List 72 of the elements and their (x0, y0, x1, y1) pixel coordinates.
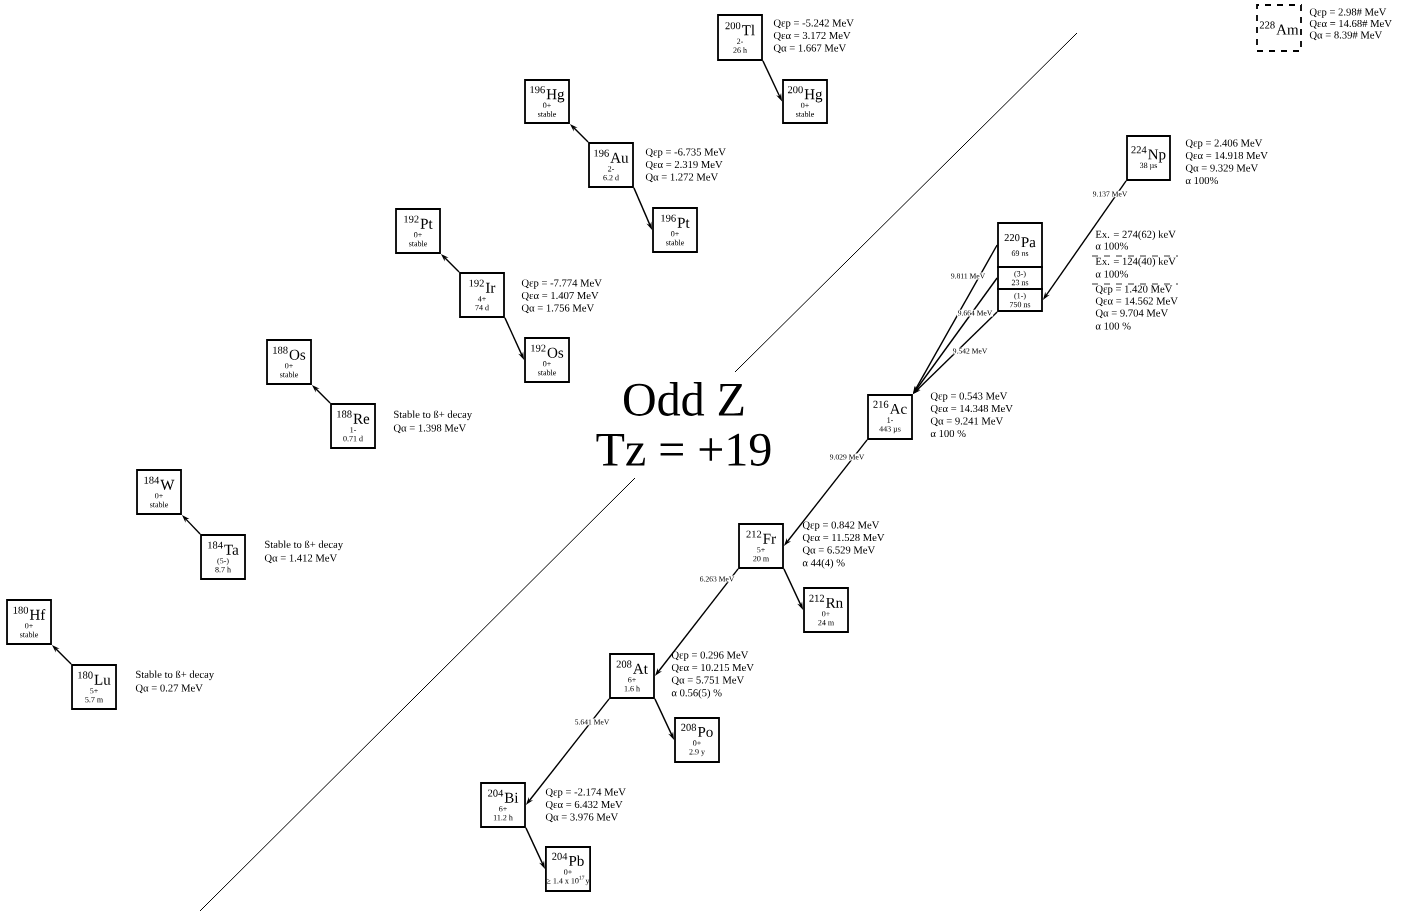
title: Odd Z Tz = +19 (596, 382, 771, 466)
nuclide-box: $^{204}$Pb 0+ ≥ 1.4 x 10$^{17}$y (545, 846, 591, 892)
q-value-text: Qεp = 0.296 MeV (671, 651, 749, 661)
nuclide-box: $^{212}$Fr 5+ 20 m (738, 523, 784, 569)
q-value-text: Qα = 8.39# MeV (1309, 31, 1383, 41)
q-value-text: Qα = 1.412 MeV (264, 554, 338, 564)
q-value-text: α 100 % (930, 429, 966, 438)
q-value-text: Qεα = 3.172 MeV (773, 31, 851, 41)
nuclide-box: $^{184}$W 0+ stable (136, 469, 182, 515)
nuclide-box: $^{208}$Po 0+ 2.9 y (674, 717, 720, 763)
q-value-text: Qεα = 11.528 MeV (802, 533, 885, 543)
q-value-text: Qεp = 1.420 MeV (1095, 285, 1173, 295)
nuclide-box: $^{224}$Np 38 µs (1126, 135, 1171, 181)
q-value-text: Qα = 6.529 MeV (802, 546, 876, 556)
q-value-text: Qεp = 0.842 MeV (802, 521, 880, 531)
q-value-text: Stable to ß+ decay (265, 540, 344, 551)
nuclide-box: $^{196}$Au 2- 6.2 d (588, 142, 634, 188)
nuclide-box: $^{200}$Hg 0+ stable (782, 79, 828, 124)
q-value-text: Qα = 1.272 MeV (645, 173, 719, 183)
q-value-text: Qα = 9.704 MeV (1095, 309, 1169, 319)
q-value-text: Qεp = 2.98# MeV (1309, 8, 1387, 18)
q-value-text: Ex. = 274(62) keV (1095, 230, 1176, 240)
q-value-text: α 100 % (1095, 322, 1131, 330)
q-value-text: Qεα = 2.319 MeV (645, 160, 723, 170)
q-value-text: Qα = 5.751 MeV (671, 676, 745, 686)
nuclide-box: $^{180}$Lu 5+ 5.7 m (71, 664, 117, 710)
nuclide-box: $^{200}$Tl 2- 26 h (717, 14, 763, 61)
nuclide-box: $^{196}$Pt 0+ stable (652, 207, 698, 253)
q-value-text: Qεp = -7.774 MeV (521, 279, 602, 289)
nuclide-box: $^{184}$Ta (5-) 8.7 h (200, 534, 246, 580)
q-value-text: α 100% (1095, 270, 1128, 278)
nuclide-box: $^{228}$Am (1256, 4, 1302, 52)
q-value-text: Qεα = 6.432 MeV (545, 800, 623, 810)
q-value-text: Qεα = 14.68# MeV (1309, 19, 1392, 29)
nuclide-box: $^{216}$Ac 1- 443 µs (867, 394, 913, 440)
q-value-text: α 44(4) % (802, 558, 845, 569)
nuclide-box: $^{212}$Rn 0+ 24 m (803, 587, 849, 633)
q-value-text: Qα = 9.329 MeV (1185, 164, 1259, 174)
nuclide-box: $^{192}$Os 0+ stable (524, 337, 570, 383)
q-value-text: Qα = 0.27 MeV (135, 684, 203, 694)
nuclide-box: $^{196}$Hg 0+ stable (524, 79, 570, 124)
nuclide-box: $^{220}$Pa 69 ns (997, 222, 1043, 268)
nuclide-box: (1-) 750 ns (997, 288, 1043, 312)
nuclide-box: $^{208}$At 6+ 1.6 h (609, 653, 655, 699)
q-value-text: Qα = 1.398 MeV (393, 424, 467, 434)
q-value-text: Qεα = 1.407 MeV (521, 291, 599, 301)
nuclide-box: $^{204}$Bi 6+ 11.2 h (480, 782, 526, 828)
q-value-text: Ex. = 124(40) keV (1095, 257, 1176, 267)
q-value-text: Qεα = 14.348 MeV (930, 404, 1013, 414)
nuclide-box: $^{192}$Ir 4+ 74 d (459, 272, 505, 318)
q-value-text: Qεp = 0.543 MeV (930, 392, 1008, 402)
q-value-text: Qα = 1.667 MeV (773, 44, 847, 54)
q-value-text: Qεp = -5.242 MeV (773, 19, 854, 29)
q-value-text: Qεp = -2.174 MeV (545, 788, 626, 798)
q-value-text: Qεp = -6.735 MeV (645, 148, 726, 158)
q-value-text: α 100% (1095, 242, 1128, 250)
q-value-text: Stable to ß+ decay (394, 410, 473, 421)
q-value-text: Stable to ß+ decay (136, 670, 215, 681)
nuclide-box: $^{180}$Hf 0+ stable (6, 599, 52, 645)
nuclide-box: (3-) 23 ns (997, 266, 1043, 290)
nuclide-box: $^{192}$Pt 0+ stable (395, 208, 441, 254)
q-value-text: Qα = 1.756 MeV (521, 304, 595, 314)
nuclide-box: $^{188}$Os 0+ stable (266, 339, 312, 385)
nuclide-box: $^{188}$Re 1- 0.71 d (330, 403, 376, 449)
q-value-text: Qεp = 2.406 MeV (1185, 139, 1263, 149)
q-value-text: Qα = 3.976 MeV (545, 813, 619, 823)
q-value-text: Qεα = 10.215 MeV (671, 663, 754, 673)
q-value-text: Qα = 9.241 MeV (930, 417, 1004, 427)
q-value-text: Qεα = 14.918 MeV (1185, 151, 1268, 161)
q-value-text: α 0.56(5) % (671, 688, 722, 699)
q-value-text: Qεα = 14.562 MeV (1095, 297, 1178, 307)
q-value-text: α 100% (1185, 176, 1218, 185)
